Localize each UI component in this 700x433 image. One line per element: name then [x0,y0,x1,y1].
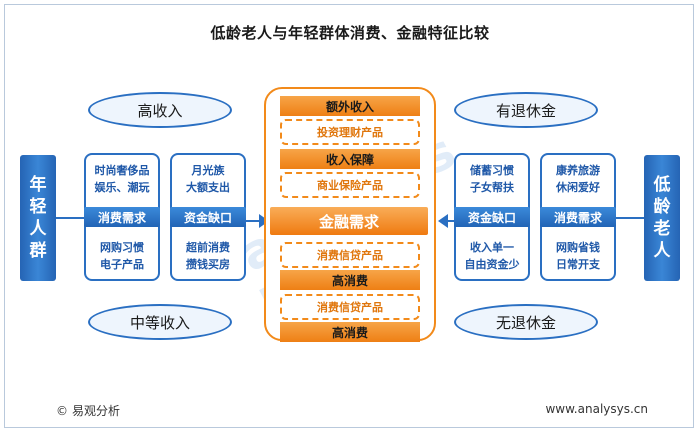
left-bottom-ellipse: 中等收入 [88,304,232,340]
right-group-label-text: 低龄老人 [653,175,671,261]
center-bar-2: 收入保障 [280,149,420,169]
left-demand-box: 消费需求 [84,207,160,227]
diagram-title: 低龄老人与年轻群体消费、金融特征比较 [210,24,490,42]
right-demand-box: 消费需求 [540,207,616,227]
right-arrow-head [438,214,448,228]
right-gap-box: 资金缺口 [454,207,530,227]
left-demand-top: 时尚奢侈品 娱乐、潮玩 [86,162,158,196]
left-connector [56,217,84,219]
center-dash-3: 消费信贷产品 [280,242,420,268]
right-gap-item: 收入单一 [470,241,514,254]
source-label: © 易观分析 [56,402,120,419]
left-arrow-line [246,220,260,222]
center-core: 金融需求 [270,207,428,235]
right-arrow-line [447,220,455,222]
center-dash-1: 投资理财产品 [280,119,420,145]
left-group-label: 年轻人群 [20,155,56,281]
left-demand-item: 娱乐、潮玩 [94,181,150,194]
left-demand-item: 网购习惯 [100,241,144,254]
copyright-icon: © [56,404,68,418]
left-gap-group: 月光族 大额支出 超前消费 攒钱买房 [170,153,246,281]
left-gap-item: 超前消费 [186,241,230,254]
source-text: 易观分析 [72,404,121,418]
right-connector [616,217,644,219]
left-demand-bottom: 网购习惯 电子产品 [86,239,158,273]
right-gap-top: 储蓄习惯 子女帮扶 [456,162,528,196]
right-demand-item: 康养旅游 [556,164,600,177]
center-bar-3: 高消费 [280,270,420,290]
center-dash-2: 商业保险产品 [280,172,420,198]
left-gap-item: 月光族 [191,164,225,177]
right-demand-bottom: 网购省钱 日常开支 [542,239,614,273]
left-gap-top: 月光族 大额支出 [172,162,244,196]
right-gap-item: 储蓄习惯 [470,164,514,177]
right-top-ellipse: 有退休金 [454,92,598,128]
left-top-ellipse: 高收入 [88,92,232,128]
source-url[interactable]: www.analysys.cn [545,402,648,416]
right-gap-bottom: 收入单一 自由资金少 [456,239,528,273]
left-gap-item: 攒钱买房 [186,258,230,271]
right-demand-item: 日常开支 [556,258,600,271]
center-dash-4: 消费信贷产品 [280,294,420,320]
right-demand-top: 康养旅游 休闲爱好 [542,162,614,196]
right-bottom-ellipse: 无退休金 [454,304,598,340]
left-gap-bottom: 超前消费 攒钱买房 [172,239,244,273]
right-gap-item: 子女帮扶 [470,181,514,194]
left-demand-item: 电子产品 [100,258,144,271]
right-demand-item: 网购省钱 [556,241,600,254]
left-gap-item: 大额支出 [186,181,230,194]
right-group-label: 低龄老人 [644,155,680,281]
right-demand-item: 休闲爱好 [556,181,600,194]
center-bar-1: 额外收入 [280,96,420,116]
left-group-label-text: 年轻人群 [29,175,47,261]
left-demand-item: 时尚奢侈品 [94,164,150,177]
left-demand-group: 时尚奢侈品 娱乐、潮玩 网购习惯 电子产品 [84,153,160,281]
left-gap-box: 资金缺口 [170,207,246,227]
center-bar-4: 高消费 [280,322,420,342]
right-gap-item: 自由资金少 [464,258,520,271]
